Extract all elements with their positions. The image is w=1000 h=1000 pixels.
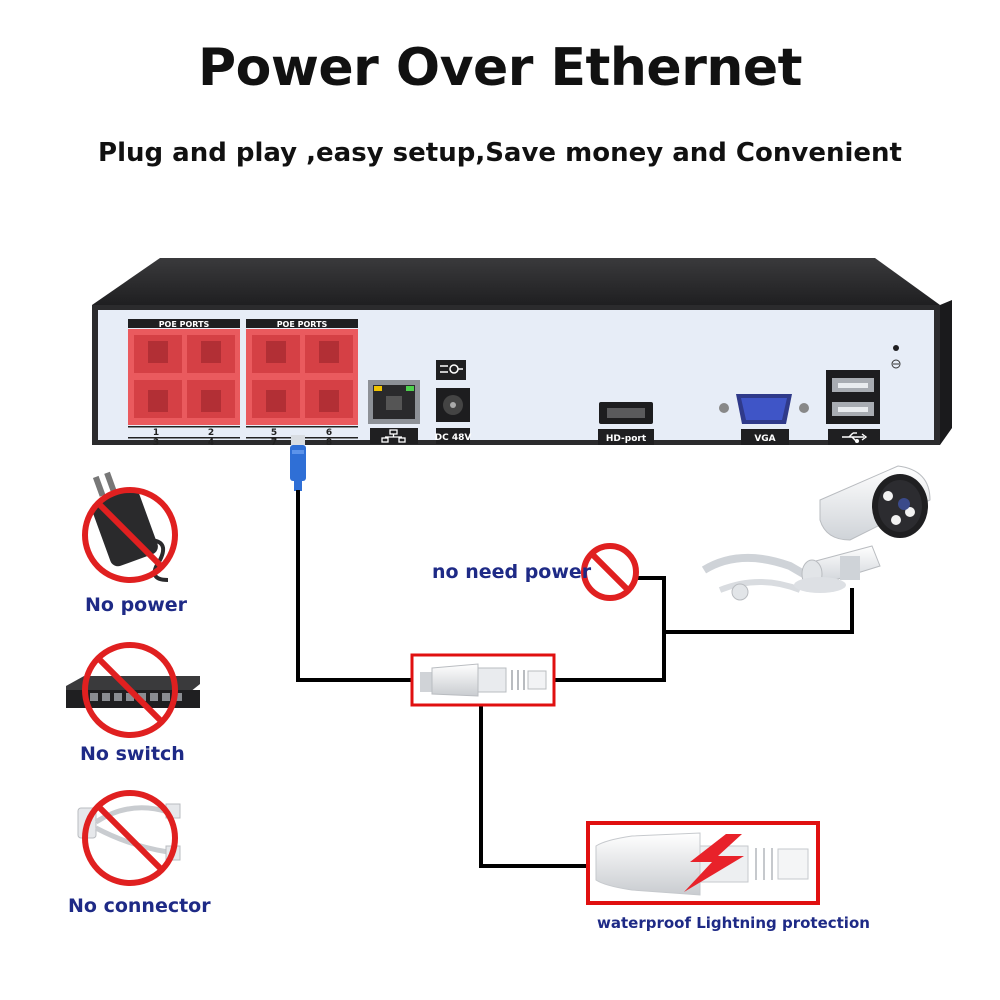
no-connector-label: No connector — [68, 895, 211, 917]
bullet-camera-icon — [701, 465, 931, 601]
no-switch-label: No switch — [80, 743, 185, 765]
poe-port-group-2: POE PORTS 5 6 7 8 — [246, 319, 358, 448]
page-subtitle: Plug and play ,easy setup,Save money and… — [98, 138, 902, 168]
nvr-top-panel — [92, 258, 940, 305]
dc-power-port[interactable]: DC 48V — [435, 360, 472, 444]
usb-icon — [842, 432, 868, 444]
usb-ports[interactable] — [826, 370, 880, 445]
port-number-2: 2 — [208, 428, 214, 438]
poe-port-6[interactable] — [305, 335, 353, 373]
center-connector — [410, 653, 556, 707]
poe-port-7[interactable] — [252, 380, 300, 418]
port-number-3: 3 — [153, 438, 159, 448]
port-number-4: 4 — [208, 438, 214, 448]
dc-polarity-icon — [440, 364, 463, 374]
network-icon — [381, 429, 406, 443]
ethernet-cable-plug — [290, 435, 306, 491]
reset-button[interactable] — [893, 345, 899, 351]
wiring — [296, 490, 854, 868]
page-title: Power Over Ethernet — [198, 38, 802, 98]
port-number-7: 7 — [271, 438, 277, 448]
port-number-8: 8 — [326, 438, 332, 448]
poe-port-2[interactable] — [187, 335, 235, 373]
no-need-power-label: no need power — [432, 561, 592, 583]
prohibit-icon — [581, 543, 639, 601]
splitter-cable-icon — [77, 790, 181, 886]
nvr-device: POE PORTS 1 2 3 4 POE PORTS 5 6 — [92, 258, 952, 448]
lan-port[interactable] — [368, 380, 420, 444]
port-number-6: 6 — [326, 428, 332, 438]
poe-port-1[interactable] — [134, 335, 182, 373]
port-number-1: 1 — [153, 428, 159, 438]
poe-port-8[interactable] — [305, 380, 353, 418]
poe-port-3[interactable] — [134, 380, 182, 418]
no-power-label: No power — [85, 594, 188, 616]
vga-port[interactable]: VGA — [719, 394, 809, 445]
poe-group-label-1: POE PORTS — [159, 320, 210, 329]
network-switch-icon — [66, 642, 200, 738]
waterproof-label: waterproof Lightning protection — [597, 914, 870, 932]
hdmi-port[interactable]: HD-port — [598, 402, 654, 445]
port-number-5: 5 — [271, 428, 277, 438]
ground-icon — [891, 359, 901, 369]
hdmi-label: HD-port — [606, 434, 647, 444]
poe-port-5[interactable] — [252, 335, 300, 373]
poe-port-4[interactable] — [187, 380, 235, 418]
power-adapter-icon — [82, 471, 178, 583]
poe-group-label-2: POE PORTS — [277, 320, 328, 329]
poe-port-group-1: POE PORTS 1 2 3 4 — [128, 319, 240, 448]
vga-label: VGA — [754, 434, 775, 444]
waterproof-connector — [586, 821, 820, 905]
lightning-icon — [684, 834, 744, 892]
dc-label: DC 48V — [435, 433, 472, 443]
